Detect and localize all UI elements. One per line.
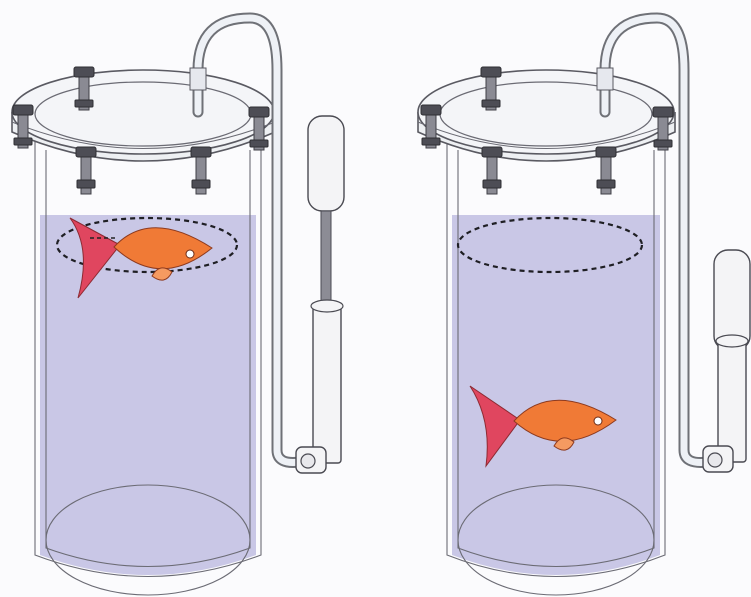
right-lid [418,70,675,161]
left-apparatus [12,18,344,595]
left-lid [12,70,275,161]
right-apparatus [418,18,750,595]
syringe-barrel [718,340,746,462]
syringe-rod [321,211,331,311]
bolt-icon [482,147,502,194]
bolt-icon [191,147,211,194]
left-water [40,215,256,575]
left-syringe [296,116,344,473]
syringe-barrel [313,305,341,463]
bolt-icon [76,147,96,194]
bolt-icon [596,147,616,194]
right-syringe [703,250,750,472]
syringe-handle [308,116,344,211]
